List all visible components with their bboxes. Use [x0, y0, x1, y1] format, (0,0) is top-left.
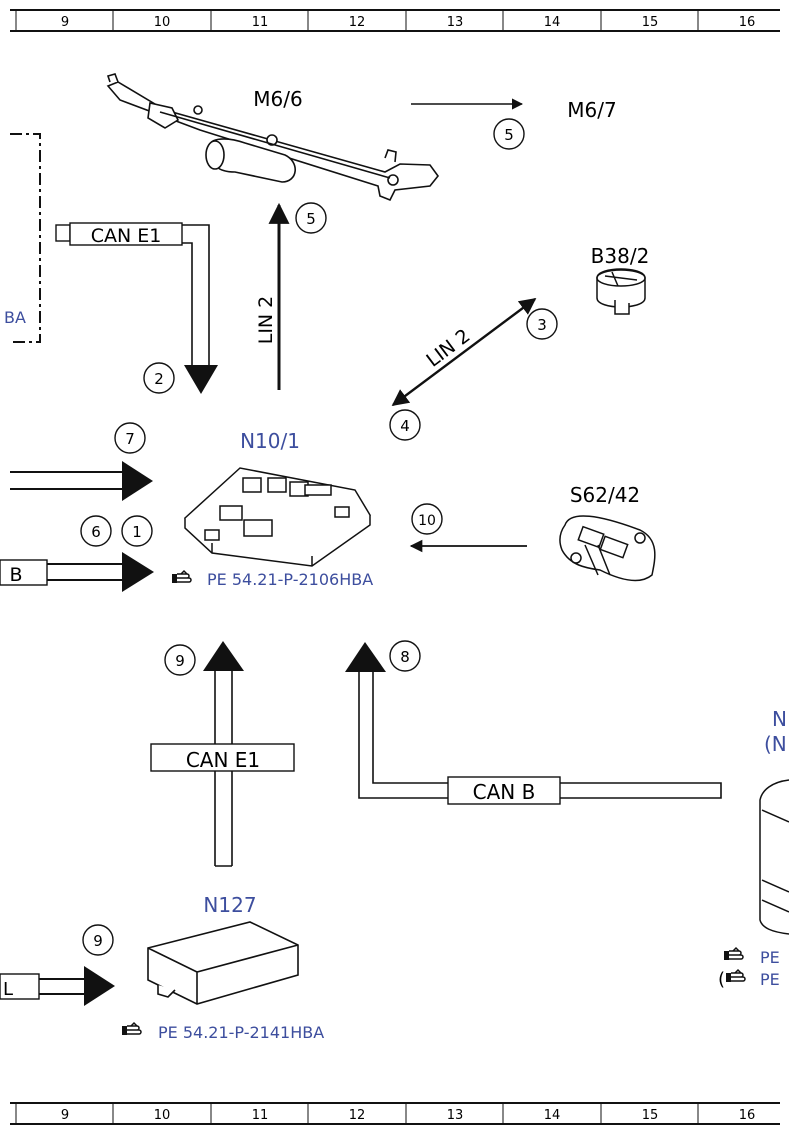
ruler-col-11: 11	[252, 1108, 269, 1123]
top-ruler: 9 10 11 12 13 14 15 16	[10, 9, 780, 32]
can-e1-top-label: CAN E1	[91, 225, 162, 247]
n127-input-arrow	[0, 966, 115, 1006]
ruler-col-15: 15	[642, 15, 659, 30]
right-partial-module	[759, 779, 789, 935]
ruler-col-16: 16	[739, 15, 756, 30]
left-l-stub-label: L	[3, 979, 13, 1000]
left-input-arrow-b	[0, 552, 154, 592]
marker-8	[389, 640, 421, 672]
bottom-ruler: 9 10 11 12 13 14 15 16	[10, 1102, 780, 1125]
pointing-hand-icon	[171, 570, 192, 584]
n10-1-label: N10/1	[240, 429, 300, 453]
marker-10	[411, 503, 443, 535]
pointing-hand-icon	[723, 947, 744, 961]
marker-9	[164, 644, 196, 676]
right-reference-2[interactable]: PE	[760, 970, 780, 989]
pointing-hand-icon	[121, 1022, 142, 1036]
n127-reference[interactable]: PE 54.21-P-2141HBA	[158, 1023, 324, 1042]
ruler-col-10: 10	[154, 15, 171, 30]
right-partial-label-2: (N	[764, 732, 787, 756]
marker-3-label: 3	[537, 316, 547, 334]
marker-6	[80, 515, 112, 547]
ruler-col-11: 11	[252, 15, 269, 30]
rain-light-sensor	[596, 268, 646, 315]
can-b-label: CAN B	[473, 780, 536, 804]
left-b-stub-label: B	[9, 564, 22, 586]
marker-5-top	[493, 118, 525, 150]
marker-2	[143, 362, 175, 394]
wiper-motor-linkage	[106, 73, 440, 202]
can-e1-bottom-line	[150, 641, 295, 867]
marker-10-label: 10	[418, 513, 436, 529]
can-b-line	[345, 642, 722, 805]
right-reference-1[interactable]: PE	[760, 948, 780, 967]
marker-9-label: 9	[175, 652, 185, 670]
right-partial-label-1: N	[772, 707, 787, 731]
marker-9-bottom	[82, 924, 114, 956]
left-partial-label: BA	[4, 308, 26, 327]
marker-4-label: 4	[400, 417, 410, 435]
lin2-vertical-label: LIN 2	[255, 296, 277, 345]
n127-label: N127	[203, 893, 256, 917]
marker-8-label: 8	[400, 648, 410, 666]
marker-1	[121, 515, 153, 547]
b38-2-label: B38/2	[591, 244, 650, 268]
ruler-col-12: 12	[349, 15, 366, 30]
n127-module	[147, 921, 299, 1005]
ruler-col-9: 9	[61, 1108, 69, 1123]
switch-component	[559, 515, 656, 582]
marker-2-label: 2	[154, 370, 164, 388]
marker-5-label: 5	[306, 210, 316, 228]
s62-42-label: S62/42	[570, 483, 640, 507]
left-partial-module: BA	[4, 133, 41, 343]
marker-9-bottom-label: 9	[93, 932, 103, 950]
can-e1-top-line	[55, 222, 218, 394]
marker-5-top-label: 5	[504, 126, 514, 144]
right-reference-paren: (	[718, 969, 725, 990]
can-e1-bottom-label: CAN E1	[186, 748, 260, 772]
pointing-hand-icon	[725, 969, 746, 983]
marker-5	[295, 202, 327, 234]
sam-control-unit	[183, 467, 372, 567]
ruler-col-13: 13	[447, 1108, 464, 1123]
ruler-col-16: 16	[739, 1108, 756, 1123]
marker-1-label: 1	[132, 523, 142, 541]
ruler-col-15: 15	[642, 1108, 659, 1123]
marker-6-label: 6	[91, 523, 101, 541]
ruler-col-14: 14	[544, 15, 561, 30]
ruler-col-14: 14	[544, 1108, 561, 1123]
ruler-col-13: 13	[447, 15, 464, 30]
marker-4	[389, 409, 421, 441]
marker-7-label: 7	[125, 430, 135, 448]
lin2-diagonal-line	[391, 297, 537, 407]
ruler-col-9: 9	[61, 15, 69, 30]
n10-1-reference[interactable]: PE 54.21-P-2106HBA	[207, 570, 373, 589]
marker-3	[526, 308, 558, 340]
left-input-arrow-7	[10, 461, 153, 501]
m6-6-label: M6/6	[253, 87, 302, 111]
m6-7-label: M6/7	[567, 98, 616, 122]
marker-7	[114, 422, 146, 454]
ruler-col-10: 10	[154, 1108, 171, 1123]
ruler-col-12: 12	[349, 1108, 366, 1123]
